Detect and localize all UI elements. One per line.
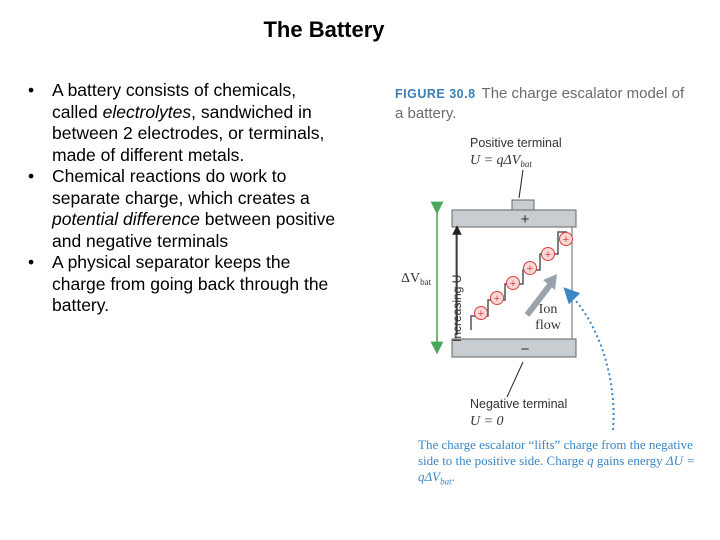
charge-3 — [506, 276, 520, 290]
positive-terminal-cap — [511, 199, 535, 211]
charge-4 — [523, 261, 537, 275]
lift-dotted-arrow — [563, 287, 615, 431]
battery-top-plate — [451, 209, 577, 228]
charge-3-sign: + — [510, 278, 516, 290]
battery-diagram: Positive terminal U = qΔVbat + − + + + +… — [401, 136, 615, 431]
bullet-list: •A battery consists of chemicals, called… — [22, 80, 342, 317]
charge-escalator — [470, 231, 567, 330]
figure-number: FIGURE 30.8 — [395, 87, 476, 101]
slide-title: The Battery — [263, 17, 385, 42]
delta-v-label: ΔVbat — [401, 271, 432, 287]
bullet-item: •A battery consists of chemicals, called… — [28, 80, 325, 165]
bullet-dot: • — [28, 166, 35, 186]
bullet-item: •Chemical reactions do work to separate … — [28, 166, 336, 251]
charge-6-sign: + — [563, 234, 569, 246]
ion-flow-arrow — [524, 283, 553, 317]
charge-6 — [559, 232, 573, 246]
bullet-item: •A physical separator keeps the charge f… — [28, 252, 329, 315]
charge-1-sign: + — [478, 308, 484, 320]
positive-terminal-label: Positive terminal — [470, 136, 562, 150]
battery-bottom-plate — [451, 338, 577, 358]
positive-leader-line — [518, 169, 524, 199]
charges: + + + + + + — [474, 232, 573, 320]
charge-2-sign: + — [494, 293, 500, 305]
negative-terminal-label: Negative terminal — [470, 397, 567, 411]
charge-5-sign: + — [545, 249, 551, 261]
charge-2 — [490, 291, 504, 305]
negative-leader-line — [506, 361, 524, 398]
ion-flow-arrowhead — [543, 274, 557, 290]
negative-terminal-equation: U = 0 — [470, 414, 504, 429]
charge-5 — [541, 247, 555, 261]
minus-sign: − — [521, 341, 530, 358]
bullet-dot: • — [28, 252, 35, 272]
increasing-u-label: Increasing U — [450, 275, 464, 342]
figure-title: The charge escalator model of a battery. — [395, 85, 685, 122]
figure-caption: The charge escalator “lifts” charge from… — [418, 437, 695, 487]
charge-4-sign: + — [527, 263, 533, 275]
positive-terminal-equation: U = qΔVbat — [470, 153, 532, 169]
plus-sign: + — [521, 211, 530, 228]
bullet-dot: • — [28, 80, 35, 100]
charge-1 — [474, 306, 488, 320]
